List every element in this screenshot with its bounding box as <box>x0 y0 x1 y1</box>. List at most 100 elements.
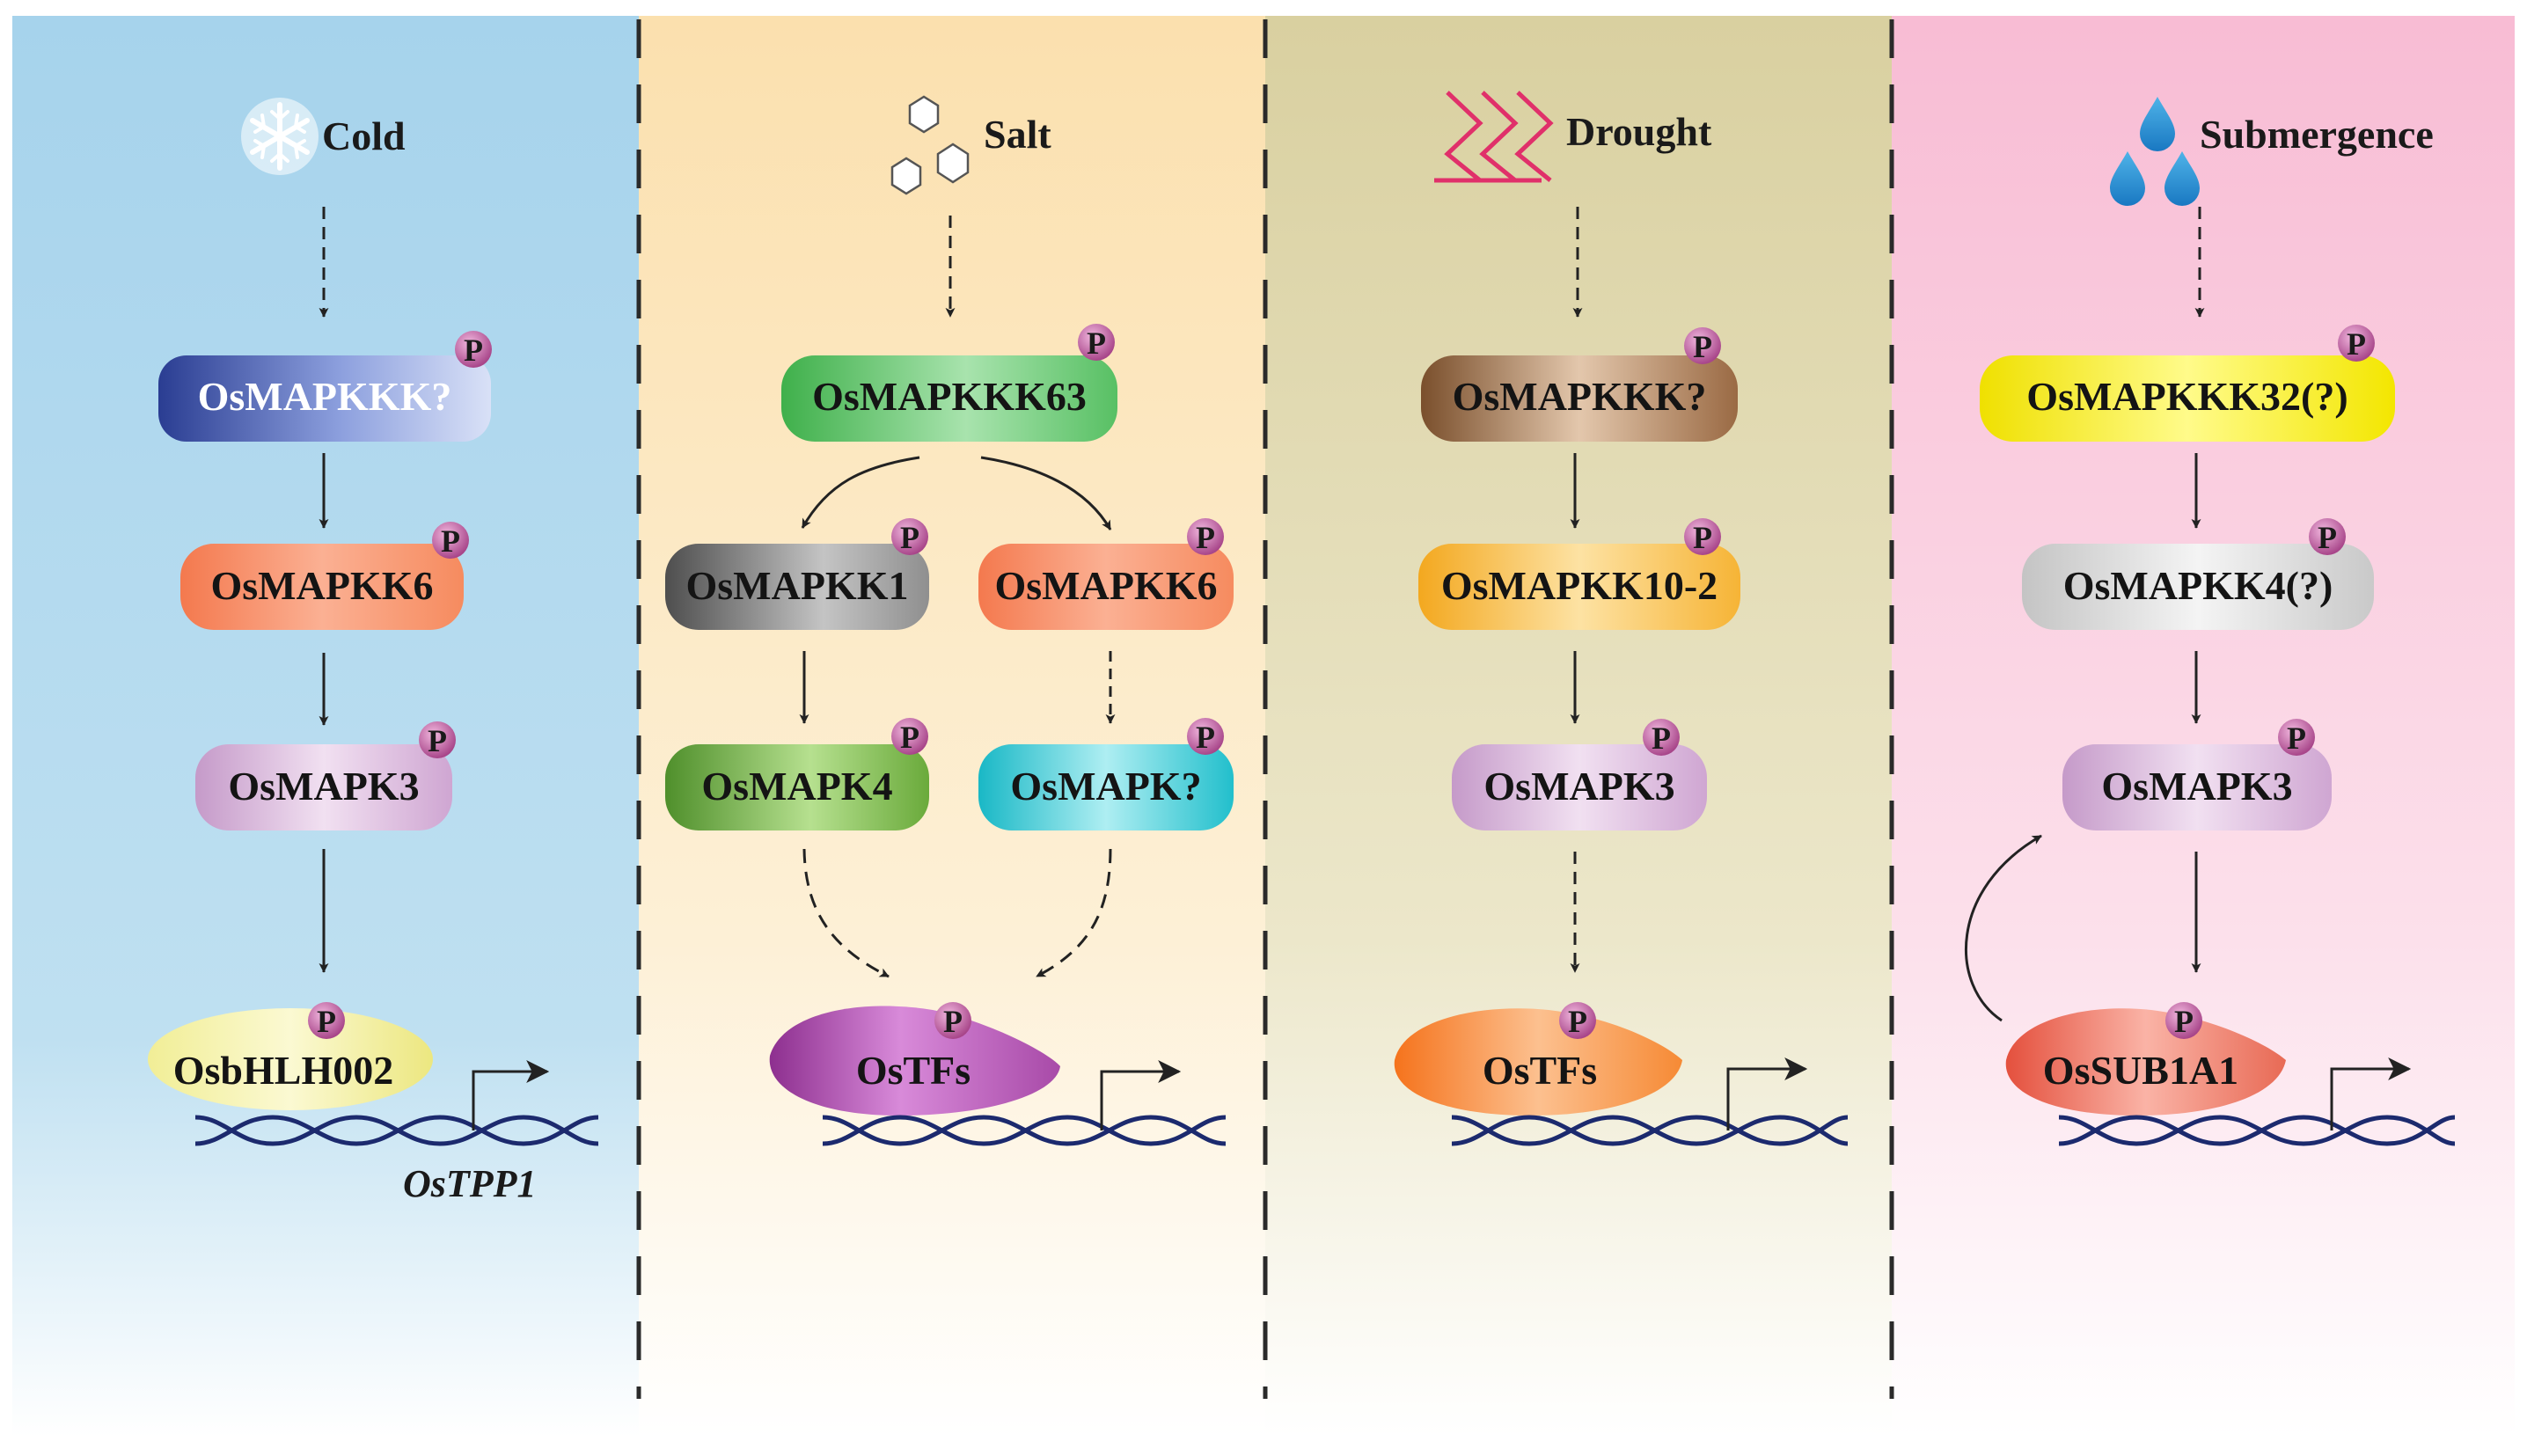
submergence-feedback-arrow <box>1965 834 2042 1022</box>
cold-tf-phospho: P <box>308 1002 345 1039</box>
svg-text:P: P <box>1693 329 1712 364</box>
salt-mapkkk-label: OsMAPKKK63 <box>812 374 1087 419</box>
salt-mapkkk-phospho: P <box>1078 324 1115 361</box>
svg-text:P: P <box>2174 1004 2194 1039</box>
svg-text:P: P <box>900 520 919 555</box>
cold-dna-helix <box>194 1115 599 1146</box>
cold-mapkkk-phospho: P <box>455 331 492 368</box>
cold-mapkk-pill <box>180 544 464 630</box>
svg-text:P: P <box>900 720 919 755</box>
svg-text:P: P <box>441 523 460 559</box>
drought-tf-phospho: P <box>1559 1002 1596 1039</box>
svg-text:P: P <box>2318 520 2337 555</box>
salt-tf-label: OsTFs <box>856 1048 971 1093</box>
drought-tf-label: OsTFs <box>1483 1048 1597 1093</box>
submergence-mapk-label: OsMAPK3 <box>2101 764 2292 808</box>
drought-heat-icon <box>1434 91 1554 183</box>
svg-text:P: P <box>1196 520 1215 555</box>
svg-text:P: P <box>2287 721 2306 756</box>
cold-mapkk-label: OsMAPKK6 <box>211 563 434 608</box>
salt-transcription-arrow <box>1100 1060 1182 1130</box>
salt-arrow-a-3 <box>802 848 890 978</box>
salt-mapk-b-pill <box>978 744 1234 830</box>
drought-tf-shape <box>1394 1008 1682 1116</box>
salt-crystals-icon <box>890 95 970 195</box>
svg-text:P: P <box>317 1004 336 1039</box>
panel-cold: Cold OsMAPKKK? P OsMAPKK6 P OsMAPK3 P Os… <box>148 98 599 1205</box>
svg-text:P: P <box>1652 721 1671 756</box>
salt-dna-helix <box>822 1115 1227 1146</box>
drought-mapkk-label: OsMAPKK10-2 <box>1441 563 1718 608</box>
cold-transcription-arrow <box>472 1060 550 1130</box>
salt-arrow-branch-b <box>980 456 1112 530</box>
submergence-mapkk-label: OsMAPKK4(?) <box>2063 563 2333 608</box>
submergence-transcription-arrow <box>2330 1057 2412 1130</box>
panel-submergence-background <box>1892 16 2515 1437</box>
submergence-mapkk-pill <box>2022 544 2374 630</box>
drought-mapkk-phospho: P <box>1684 518 1721 555</box>
drought-stimulus-label: Drought <box>1566 109 1712 154</box>
cold-stimulus-label: Cold <box>322 113 406 158</box>
cold-tf-shape <box>148 1008 433 1110</box>
water-drops-icon <box>2110 97 2200 206</box>
salt-mapkk-b-phospho: P <box>1187 518 1224 555</box>
drought-transcription-arrow <box>1726 1057 1808 1130</box>
submergence-tf-shape <box>2005 1008 2286 1116</box>
submergence-tf-label: OsSUB1A1 <box>2043 1048 2238 1093</box>
cold-mapkkk-pill <box>158 355 491 442</box>
cold-tf-label: OsbHLH002 <box>173 1048 394 1093</box>
drought-mapkkk-pill <box>1421 355 1738 442</box>
salt-mapkkk-pill <box>781 355 1117 442</box>
cold-mapk-label: OsMAPK3 <box>228 764 419 808</box>
salt-mapkk-b-pill <box>978 544 1234 630</box>
salt-stimulus-label: Salt <box>984 112 1051 157</box>
cold-mapk-pill <box>195 744 452 830</box>
svg-text:P: P <box>1196 720 1215 755</box>
cold-mapkk-phospho: P <box>432 522 469 559</box>
panel-submergence: Submergence OsMAPKKK32(?) P OsMAPKK4(?) … <box>1965 97 2456 1146</box>
salt-mapkk-a-pill <box>665 544 929 630</box>
drought-mapkk-pill <box>1418 544 1740 630</box>
panel-dividers <box>636 19 1894 1399</box>
cold-mapkkk-label: OsMAPKKK? <box>198 374 452 419</box>
panel-drought: Drought OsMAPKKK? P OsMAPKK10-2 P OsMAPK… <box>1394 91 1849 1146</box>
submergence-mapkkk-phospho: P <box>2338 325 2375 362</box>
salt-mapk-a-pill <box>665 744 929 830</box>
svg-text:P: P <box>464 333 483 368</box>
submergence-mapk-phospho: P <box>2278 719 2315 756</box>
salt-mapk-a-label: OsMAPK4 <box>701 764 892 808</box>
svg-text:P: P <box>943 1004 963 1039</box>
panel-salt-background <box>639 16 1265 1437</box>
salt-arrow-b-3 <box>1036 848 1112 978</box>
salt-tf-phospho: P <box>934 1002 971 1039</box>
drought-mapk-pill <box>1452 744 1707 830</box>
submergence-stimulus-label: Submergence <box>2200 112 2434 157</box>
svg-text:P: P <box>2347 326 2366 362</box>
submergence-dna-helix <box>2058 1115 2456 1146</box>
drought-mapkkk-label: OsMAPKKK? <box>1453 374 1707 419</box>
cold-gene-label: OsTPP1 <box>403 1162 537 1205</box>
svg-text:P: P <box>1693 520 1712 555</box>
submergence-mapkkk-label: OsMAPKKK32(?) <box>2026 374 2348 419</box>
salt-arrow-branch-a <box>801 456 920 529</box>
snowflake-icon <box>241 98 319 175</box>
salt-tf-shape <box>769 1006 1060 1116</box>
salt-mapk-a-phospho: P <box>891 718 928 755</box>
cold-mapk-phospho: P <box>419 721 456 758</box>
submergence-mapkkk-pill <box>1980 355 2395 442</box>
submergence-tf-phospho: P <box>2165 1002 2202 1039</box>
svg-text:P: P <box>428 723 447 758</box>
submergence-mapk-pill <box>2062 744 2332 830</box>
salt-mapkk-a-phospho: P <box>891 518 928 555</box>
panel-salt: Salt OsMAPKKK63 P OsMAPKK1 P OsMAPKK6 P … <box>665 95 1234 1146</box>
drought-mapkkk-phospho: P <box>1684 327 1721 364</box>
svg-text:P: P <box>1568 1004 1587 1039</box>
submergence-mapkk-phospho: P <box>2309 518 2346 555</box>
salt-mapk-b-phospho: P <box>1187 718 1224 755</box>
salt-mapkk-b-label: OsMAPKK6 <box>995 563 1218 608</box>
drought-mapk-label: OsMAPK3 <box>1483 764 1674 808</box>
salt-mapk-b-label: OsMAPK? <box>1010 764 1201 808</box>
svg-text:P: P <box>1087 326 1106 361</box>
drought-mapk-phospho: P <box>1643 719 1680 756</box>
